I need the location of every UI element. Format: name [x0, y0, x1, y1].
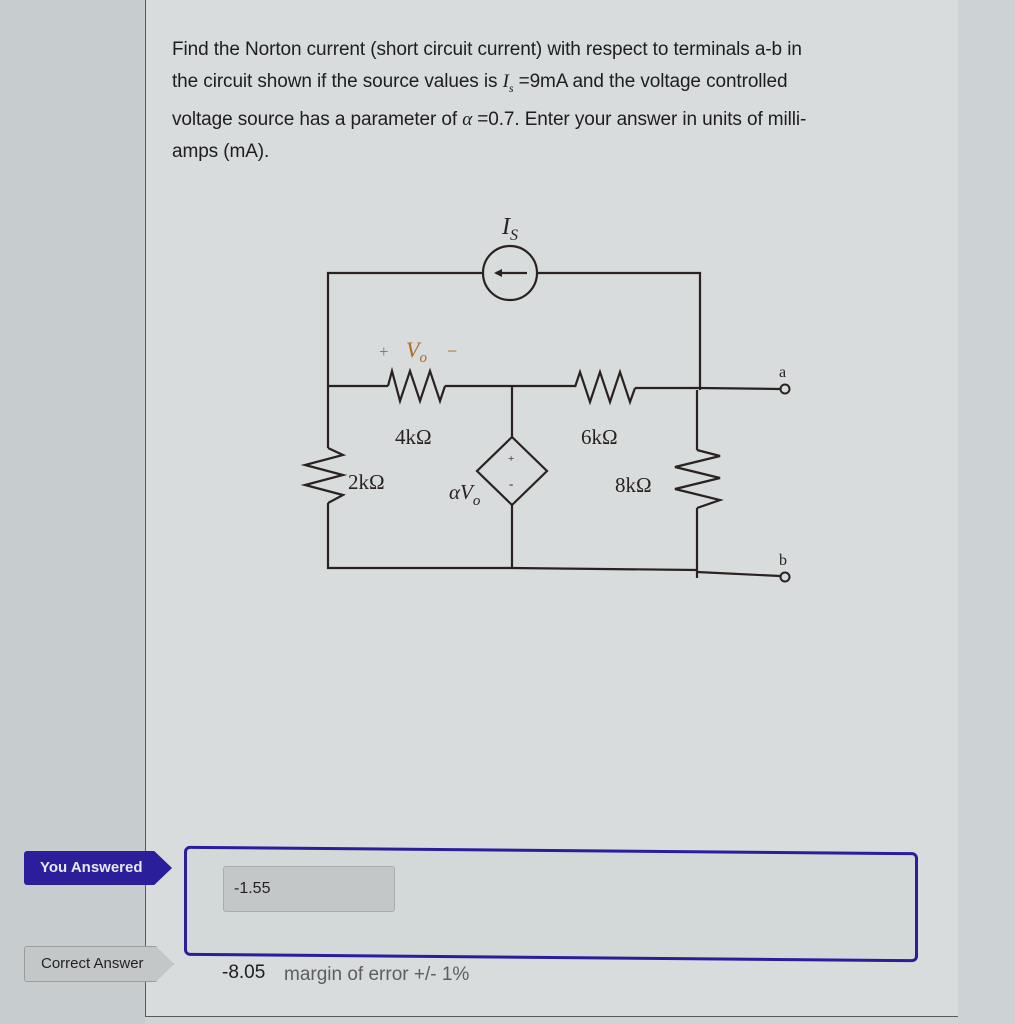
you-answered-badge: You Answered: [24, 851, 172, 885]
question-line-3-tail: =0.7. Enter your answer in units of mill…: [472, 108, 807, 130]
answer-input[interactable]: -1.55: [223, 866, 395, 912]
question-line-3: voltage source has a parameter of α =0.7…: [172, 104, 912, 136]
question-line-4: amps (mA).: [172, 140, 270, 162]
is-variable: Is: [502, 71, 514, 95]
margin-of-error-text: margin of error +/- 1%: [284, 964, 470, 985]
question-line-3-text: voltage source has a parameter of: [172, 108, 463, 130]
question-line-2: the circuit shown if the source values i…: [172, 66, 912, 104]
is-variable-sub: s: [508, 80, 514, 95]
question-line-2-tail: =9mA and the voltage controlled: [513, 71, 788, 92]
question-text: Find the Norton current (short circuit c…: [172, 34, 912, 168]
right-gutter: [958, 0, 1015, 1024]
question-line-2-text: the circuit shown if the source values i…: [172, 71, 503, 92]
correct-answer-value: -8.05: [222, 962, 266, 983]
correct-answer-badge: Correct Answer: [24, 946, 174, 982]
is-variable-main: I: [502, 71, 509, 92]
alpha-variable: α: [462, 108, 473, 130]
question-line-1: Find the Norton current (short circuit c…: [172, 39, 802, 60]
